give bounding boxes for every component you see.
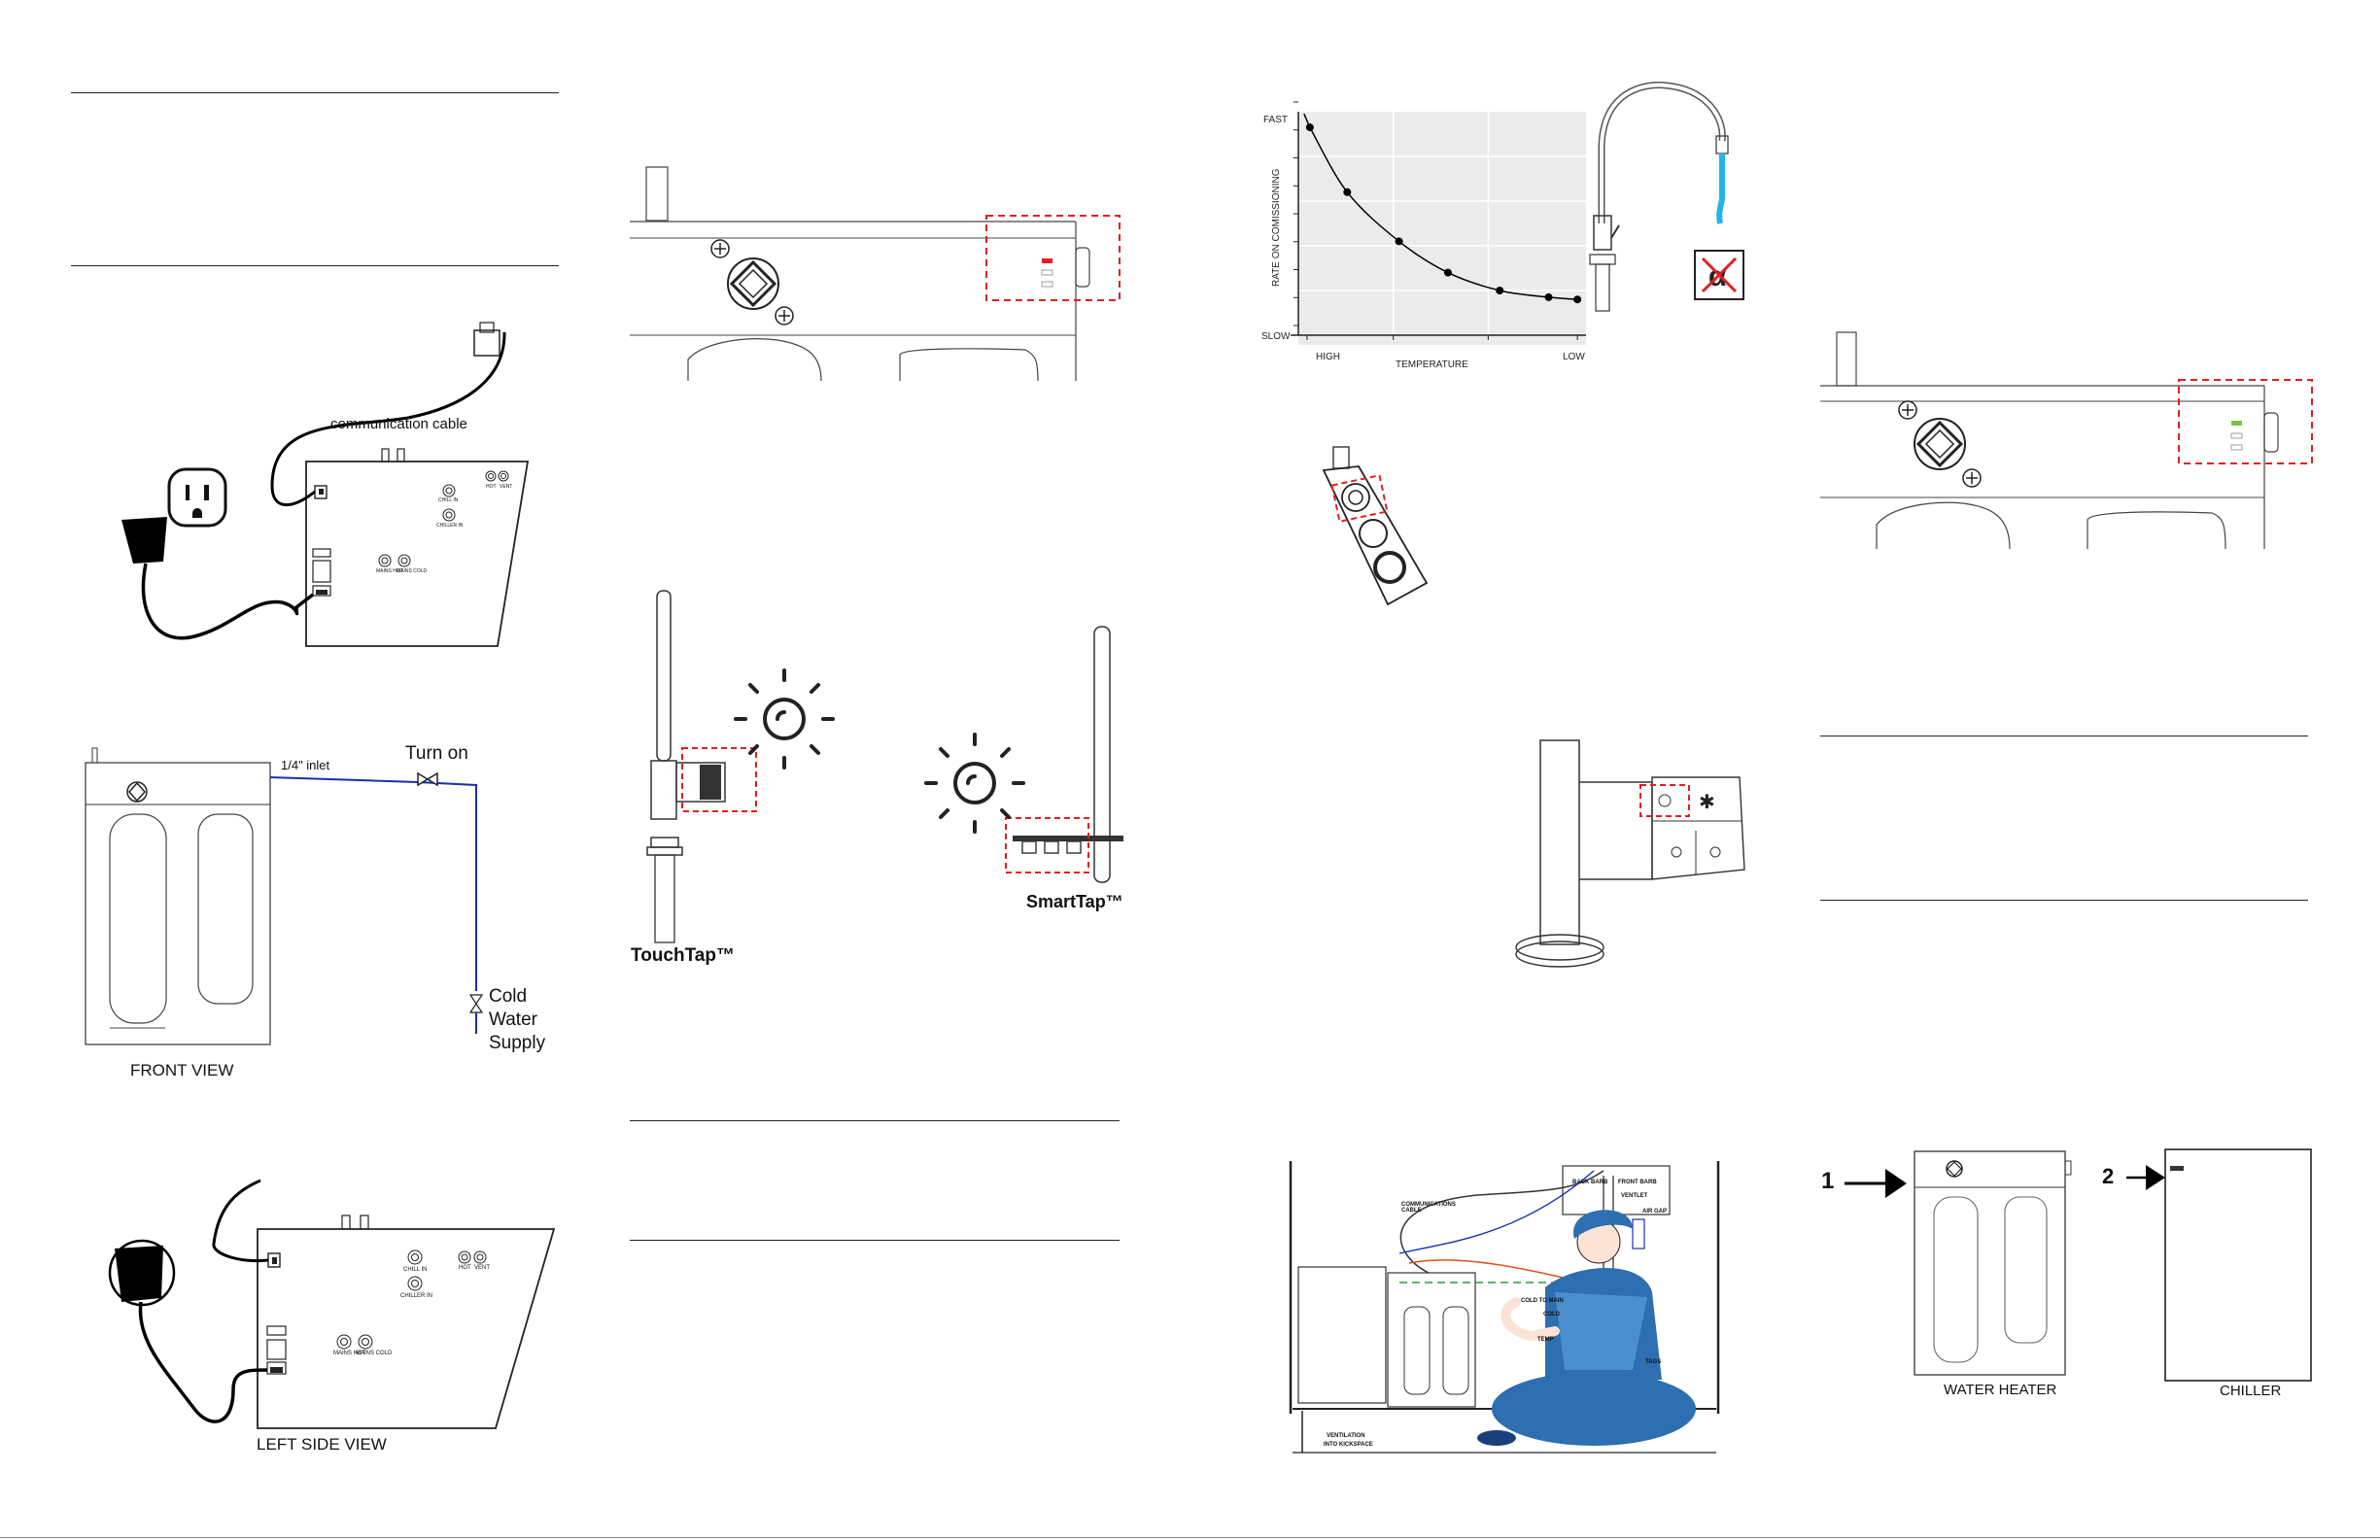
y-tick-label: FAST [1263, 115, 1288, 125]
port-label: CHILLER IN [400, 1293, 433, 1299]
svg-text:✱: ✱ [1699, 790, 1715, 813]
port-label: MAINS COLD [397, 568, 428, 574]
arrow-right-icon [2126, 1165, 2165, 1190]
arrow-right-icon [1845, 1169, 1907, 1198]
y-axis-label: RATE ON COMISSIONING [1271, 168, 1282, 287]
chart-data-point [1443, 268, 1452, 277]
install-label: FRONT BARB [1618, 1180, 1657, 1185]
left-side-view-label: LEFT SIDE VIEW [257, 1435, 387, 1454]
no-tap-sign-icon: α [1694, 250, 1744, 300]
step-number: 2 [2102, 1164, 2115, 1188]
cold-water-label: Supply [489, 1033, 546, 1053]
port-label: VENT [474, 1265, 491, 1271]
power-plug-icon [121, 517, 315, 640]
install-label: COMMUNICATIONS CABLE [1401, 1202, 1456, 1214]
pressure-knob-icon [727, 257, 779, 310]
highlight-box [2178, 379, 2313, 464]
smarttap-illustration [1005, 626, 1123, 883]
section-rule [630, 1120, 1120, 1121]
install-label: TEMP [1537, 1337, 1554, 1343]
chart-data-point [1395, 237, 1403, 246]
port-label: VENT [500, 484, 513, 490]
x-tick-label: HIGH [1316, 352, 1340, 362]
smarttap-label: SmartTap™ [1026, 892, 1123, 911]
plus-icon [1898, 400, 1982, 488]
highlight-box [1005, 817, 1089, 873]
section-rule [71, 92, 559, 93]
pressure-knob-icon [1914, 418, 1966, 470]
highlight-box [1639, 784, 1690, 817]
tap-stub-icon [473, 322, 500, 357]
cold-water-label: Cold [489, 986, 528, 1007]
inlet-label: 1/4" inlet [281, 758, 330, 772]
install-label: COLD TO MAIN [1521, 1298, 1564, 1304]
sun-icon [924, 733, 1025, 834]
chart-plot-area [1298, 112, 1586, 345]
rate-chart: FAST SLOW HIGH LOW TEMPERATURE RATE ON C… [1261, 101, 1586, 370]
port-label: CHILL IN [403, 1267, 428, 1273]
supply-valve-icon [468, 994, 484, 1013]
chart-data-point [1544, 292, 1553, 301]
port-label: CHILL IN [438, 497, 459, 503]
touchtap-illustration [646, 590, 757, 943]
highlight-box [1330, 474, 1389, 523]
install-label: AIR GAP [1642, 1209, 1668, 1215]
pressure-knob-icon [126, 781, 148, 803]
x-tick-label: LOW [1563, 352, 1585, 362]
installer-person-icon [1477, 1210, 1696, 1446]
turn-on-label: Turn on [405, 743, 468, 764]
section-rule [1820, 900, 2308, 901]
y-tick-label: SLOW [1261, 331, 1291, 342]
section-rule [71, 265, 559, 266]
water-heater-label: WATER HEATER [1944, 1382, 2057, 1398]
install-label: BACK BARB [1572, 1180, 1608, 1185]
install-label: VENTLET [1621, 1193, 1648, 1199]
port-label: MAINS HOT [333, 1351, 366, 1356]
install-label: TAGS [1645, 1359, 1662, 1365]
highlight-box [985, 215, 1121, 301]
sun-icon [734, 668, 835, 770]
section-rule [630, 1240, 1120, 1241]
front-view-label: FRONT VIEW [130, 1061, 234, 1079]
led-red [1042, 258, 1052, 263]
install-label: COLD [1543, 1312, 1560, 1318]
chiller-label: CHILLER [2220, 1383, 2282, 1399]
port-label: HOT [459, 1265, 471, 1271]
communication-cable-label: communication cable [330, 416, 467, 432]
port-label: MAINS COLD [356, 1351, 393, 1356]
cold-water-label: Water [489, 1010, 537, 1030]
port-label: CHILLER IN [436, 523, 464, 529]
touchtap-label: TouchTap™ [631, 945, 735, 966]
led-green [2231, 421, 2242, 426]
port-label: MAINS HOT [376, 568, 403, 574]
x-axis-label: TEMPERATURE [1396, 359, 1468, 370]
port-fittings [378, 470, 509, 567]
install-label: VENTILATION [1327, 1433, 1365, 1439]
heater-body [305, 461, 530, 647]
install-label: INTO KICKSPACE [1324, 1442, 1373, 1448]
turn-on-valve-icon [417, 771, 438, 787]
chart-data-point [1573, 295, 1582, 304]
page-bottom-rule [0, 1537, 2380, 1538]
step-number: 1 [1821, 1168, 1835, 1194]
chart-data-point [1496, 287, 1504, 294]
chart-data-point [1343, 188, 1352, 196]
plus-icon [710, 239, 794, 325]
port-label: HOT [486, 484, 497, 490]
wall-outlet-icon [167, 467, 227, 528]
chart-data-point [1305, 123, 1314, 132]
